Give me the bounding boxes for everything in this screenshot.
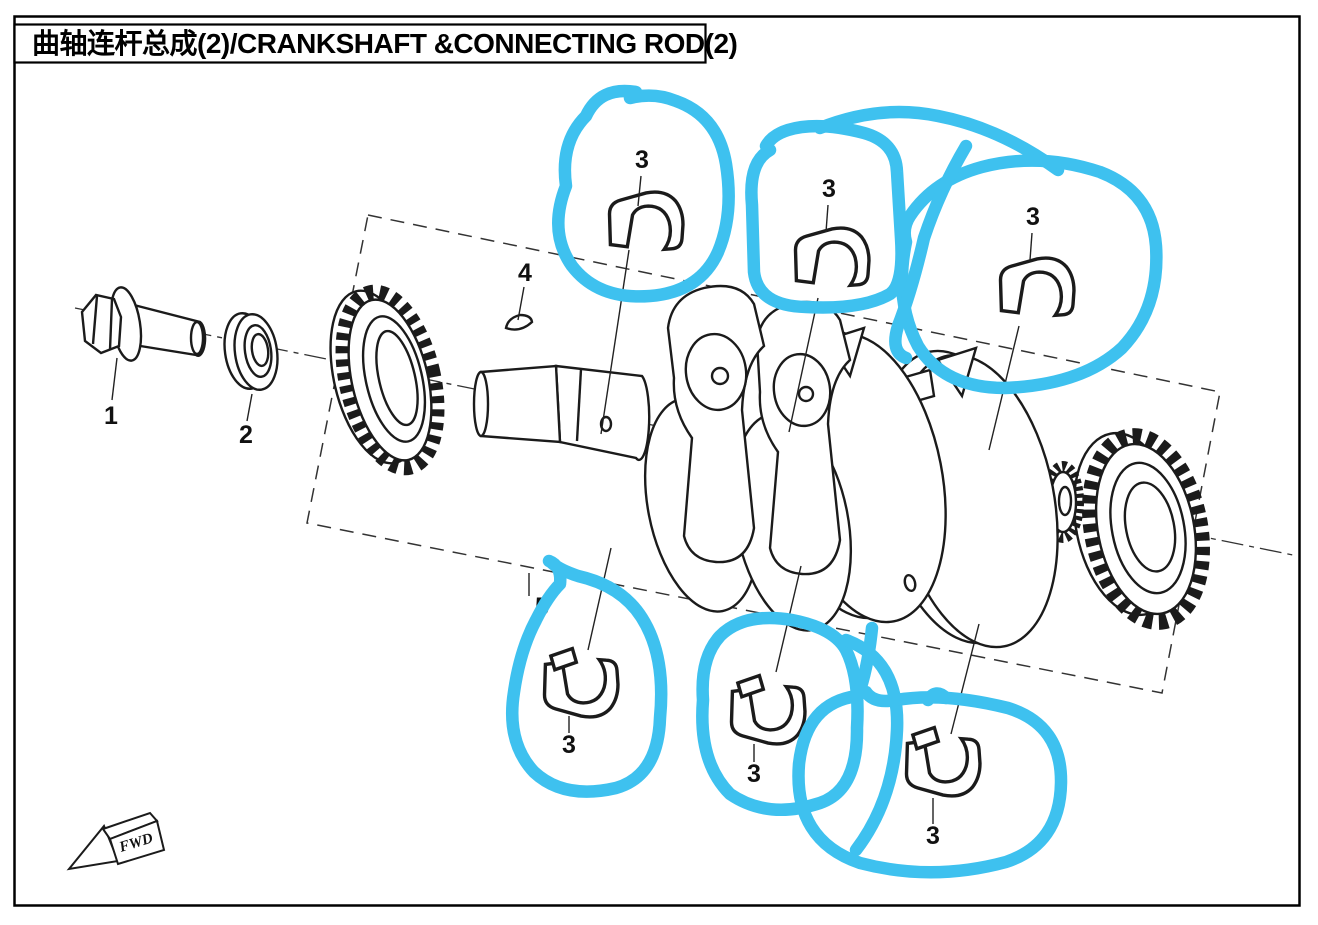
highlight-circle-bottom-left — [505, 554, 668, 798]
leader-line — [1029, 232, 1033, 261]
part5-crankshaft-assembly — [329, 284, 1210, 649]
leader-line — [825, 204, 829, 233]
bearing-shell-top-left — [607, 189, 685, 251]
highlight-stroke-hook — [889, 139, 973, 365]
part3-label-bottom-mid: 3 — [747, 760, 761, 788]
crank-nose — [472, 364, 651, 462]
highlight-stroke-crossing — [839, 633, 904, 857]
part3-label-top-left: 3 — [635, 146, 649, 174]
leader-line — [517, 286, 525, 321]
part3-label-top-mid: 3 — [822, 175, 836, 203]
part3-label-bottom-left: 3 — [562, 731, 576, 759]
leader-line — [637, 175, 642, 207]
diagram-title: 曲轴连杆总成(2)/CRANKSHAFT &CONNECTING ROD(2) — [32, 28, 737, 59]
axis-centerline — [74, 307, 1299, 557]
part4-label: 4 — [518, 259, 532, 287]
highlight-annotations — [505, 84, 1163, 879]
leader-line — [950, 623, 980, 735]
timing-gear — [329, 284, 445, 476]
assembly-dashed-boundary — [306, 214, 1221, 694]
part2-label: 2 — [239, 421, 253, 449]
page-border — [13, 15, 1301, 907]
bearing-shell-top-mid — [793, 225, 871, 287]
part4-woodruff-key — [504, 313, 534, 331]
part1-flange-bolt — [80, 286, 207, 362]
part1-label: 1 — [104, 402, 118, 430]
leader-lines — [111, 175, 1033, 824]
leader-line — [788, 297, 819, 433]
bearing-shell-bottom-right — [903, 725, 982, 800]
part3-label-top-right: 3 — [1026, 203, 1040, 231]
part2-washer — [223, 312, 279, 391]
highlight-nub — [921, 687, 953, 707]
bearing-shell-bottom-mid — [728, 673, 807, 748]
highlight-stroke-tail — [813, 105, 1065, 177]
fwd-arrow: FWD — [66, 811, 166, 871]
leader-line — [111, 357, 118, 401]
title-box — [13, 23, 707, 64]
highlight-circle-bottom-mid — [696, 611, 864, 816]
connecting-rod-front — [666, 284, 766, 564]
leader-line — [600, 249, 630, 435]
leader-line — [587, 547, 612, 651]
highlight-circle-bottom-right — [792, 621, 1068, 879]
highlight-circle-top-left — [552, 84, 735, 303]
bearing-shell-bottom-left — [541, 646, 620, 721]
leader-line — [246, 393, 253, 422]
bearing-shell-top-right — [998, 255, 1076, 317]
part3-label-bottom-right: 3 — [926, 822, 940, 850]
driven-gear — [1072, 428, 1210, 630]
